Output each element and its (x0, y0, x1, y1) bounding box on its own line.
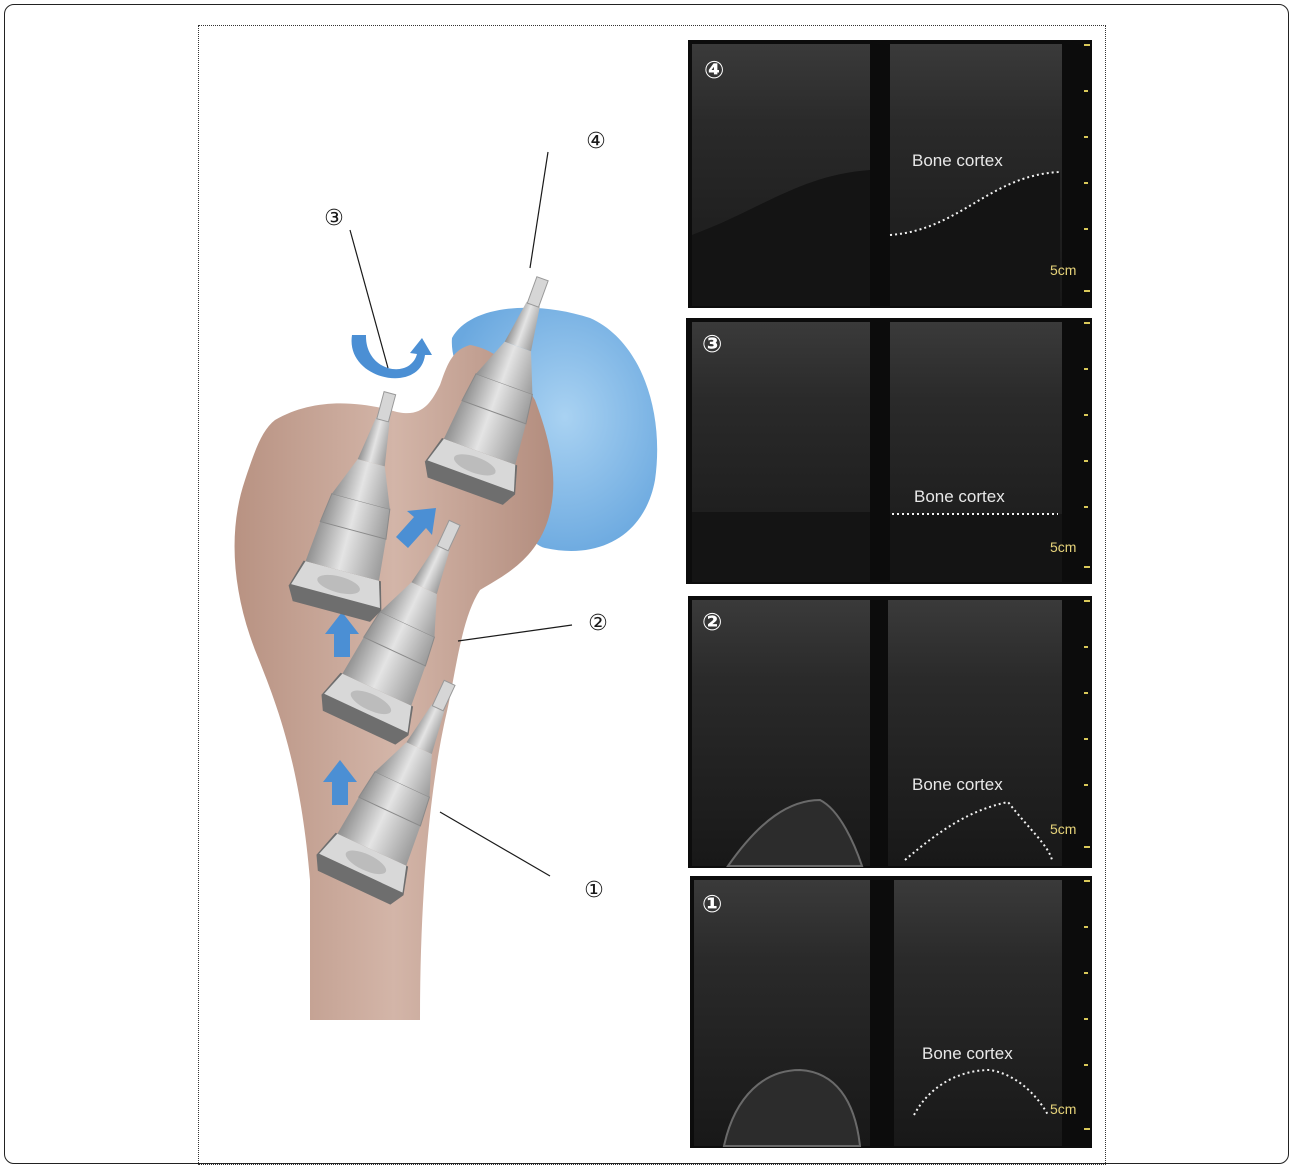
ultrasound-panel-1: ① Bone cortex 5cm (690, 876, 1092, 1148)
bone-cortex-label: Bone cortex (922, 1044, 1013, 1063)
ultrasound-panel-3: ③ Bone cortex 5cm (686, 318, 1092, 584)
probe-2-label: ② (588, 611, 608, 636)
probe-1-label: ① (584, 878, 604, 903)
probe-3-label: ③ (324, 206, 344, 231)
ultrasound-panel-2: ② Bone cortex 5cm (688, 596, 1092, 868)
panel-number: ④ (704, 56, 724, 84)
depth-scale-label: 5cm (1050, 821, 1076, 837)
panel-number: ③ (702, 330, 722, 358)
panel-number: ② (702, 608, 722, 636)
ultrasound-panel-4: ④ Bone cortex 5cm (688, 40, 1092, 308)
depth-scale-label: 5cm (1050, 262, 1076, 278)
bone-cortex-label: Bone cortex (912, 775, 1003, 794)
bone-cortex-label: Bone cortex (914, 487, 1005, 506)
probe-4-label: ④ (586, 129, 606, 154)
depth-scale-label: 5cm (1050, 539, 1076, 555)
femur-illustration (235, 308, 658, 1020)
rotate-arrow-icon (352, 335, 432, 378)
panel-number: ① (702, 890, 722, 918)
bone-cortex-label: Bone cortex (912, 151, 1003, 170)
depth-scale-label: 5cm (1050, 1101, 1076, 1117)
